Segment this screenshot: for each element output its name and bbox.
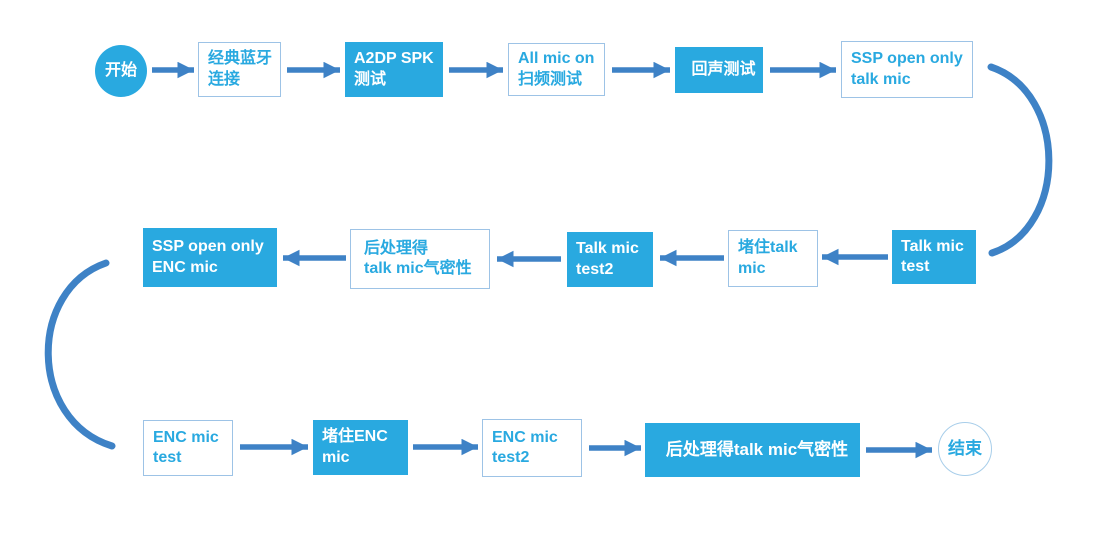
node-end: 结束	[938, 422, 992, 476]
curve-left-connector	[44, 259, 116, 450]
node-ssp-open-only-enc-mic: SSP open only ENC mic	[143, 228, 277, 287]
node-start: 开始	[95, 45, 147, 97]
node-post-process-talk-mic-airtightness: 后处理得 talk mic气密性	[350, 229, 490, 289]
node-enc-mic-test: ENC mic test	[143, 420, 233, 476]
node-classic-bt-connection: 经典蓝牙 连接	[198, 42, 281, 97]
node-all-mic-on-sweep-test: All mic on 扫频测试	[508, 43, 605, 96]
node-ssp-open-only-talk-mic: SSP open only talk mic	[841, 41, 973, 98]
node-block-talk-mic: 堵住talk mic	[728, 230, 818, 287]
row2-arrows	[283, 248, 888, 268]
node-talk-mic-test2: Talk mic test2	[567, 232, 653, 287]
node-echo-test: 回声测试	[675, 47, 763, 93]
node-talk-mic-test: Talk mic test	[892, 230, 976, 284]
row3-arrows	[240, 438, 932, 459]
node-enc-mic-test2: ENC mic test2	[482, 419, 582, 477]
curve-right-connector	[987, 63, 1053, 257]
node-block-enc-mic: 堵住ENC mic	[313, 420, 408, 475]
node-post-process-talk-mic-airtightness-2: 后处理得talk mic气密性	[645, 423, 860, 477]
node-a2dp-spk-test: A2DP SPK 测试	[345, 42, 443, 97]
